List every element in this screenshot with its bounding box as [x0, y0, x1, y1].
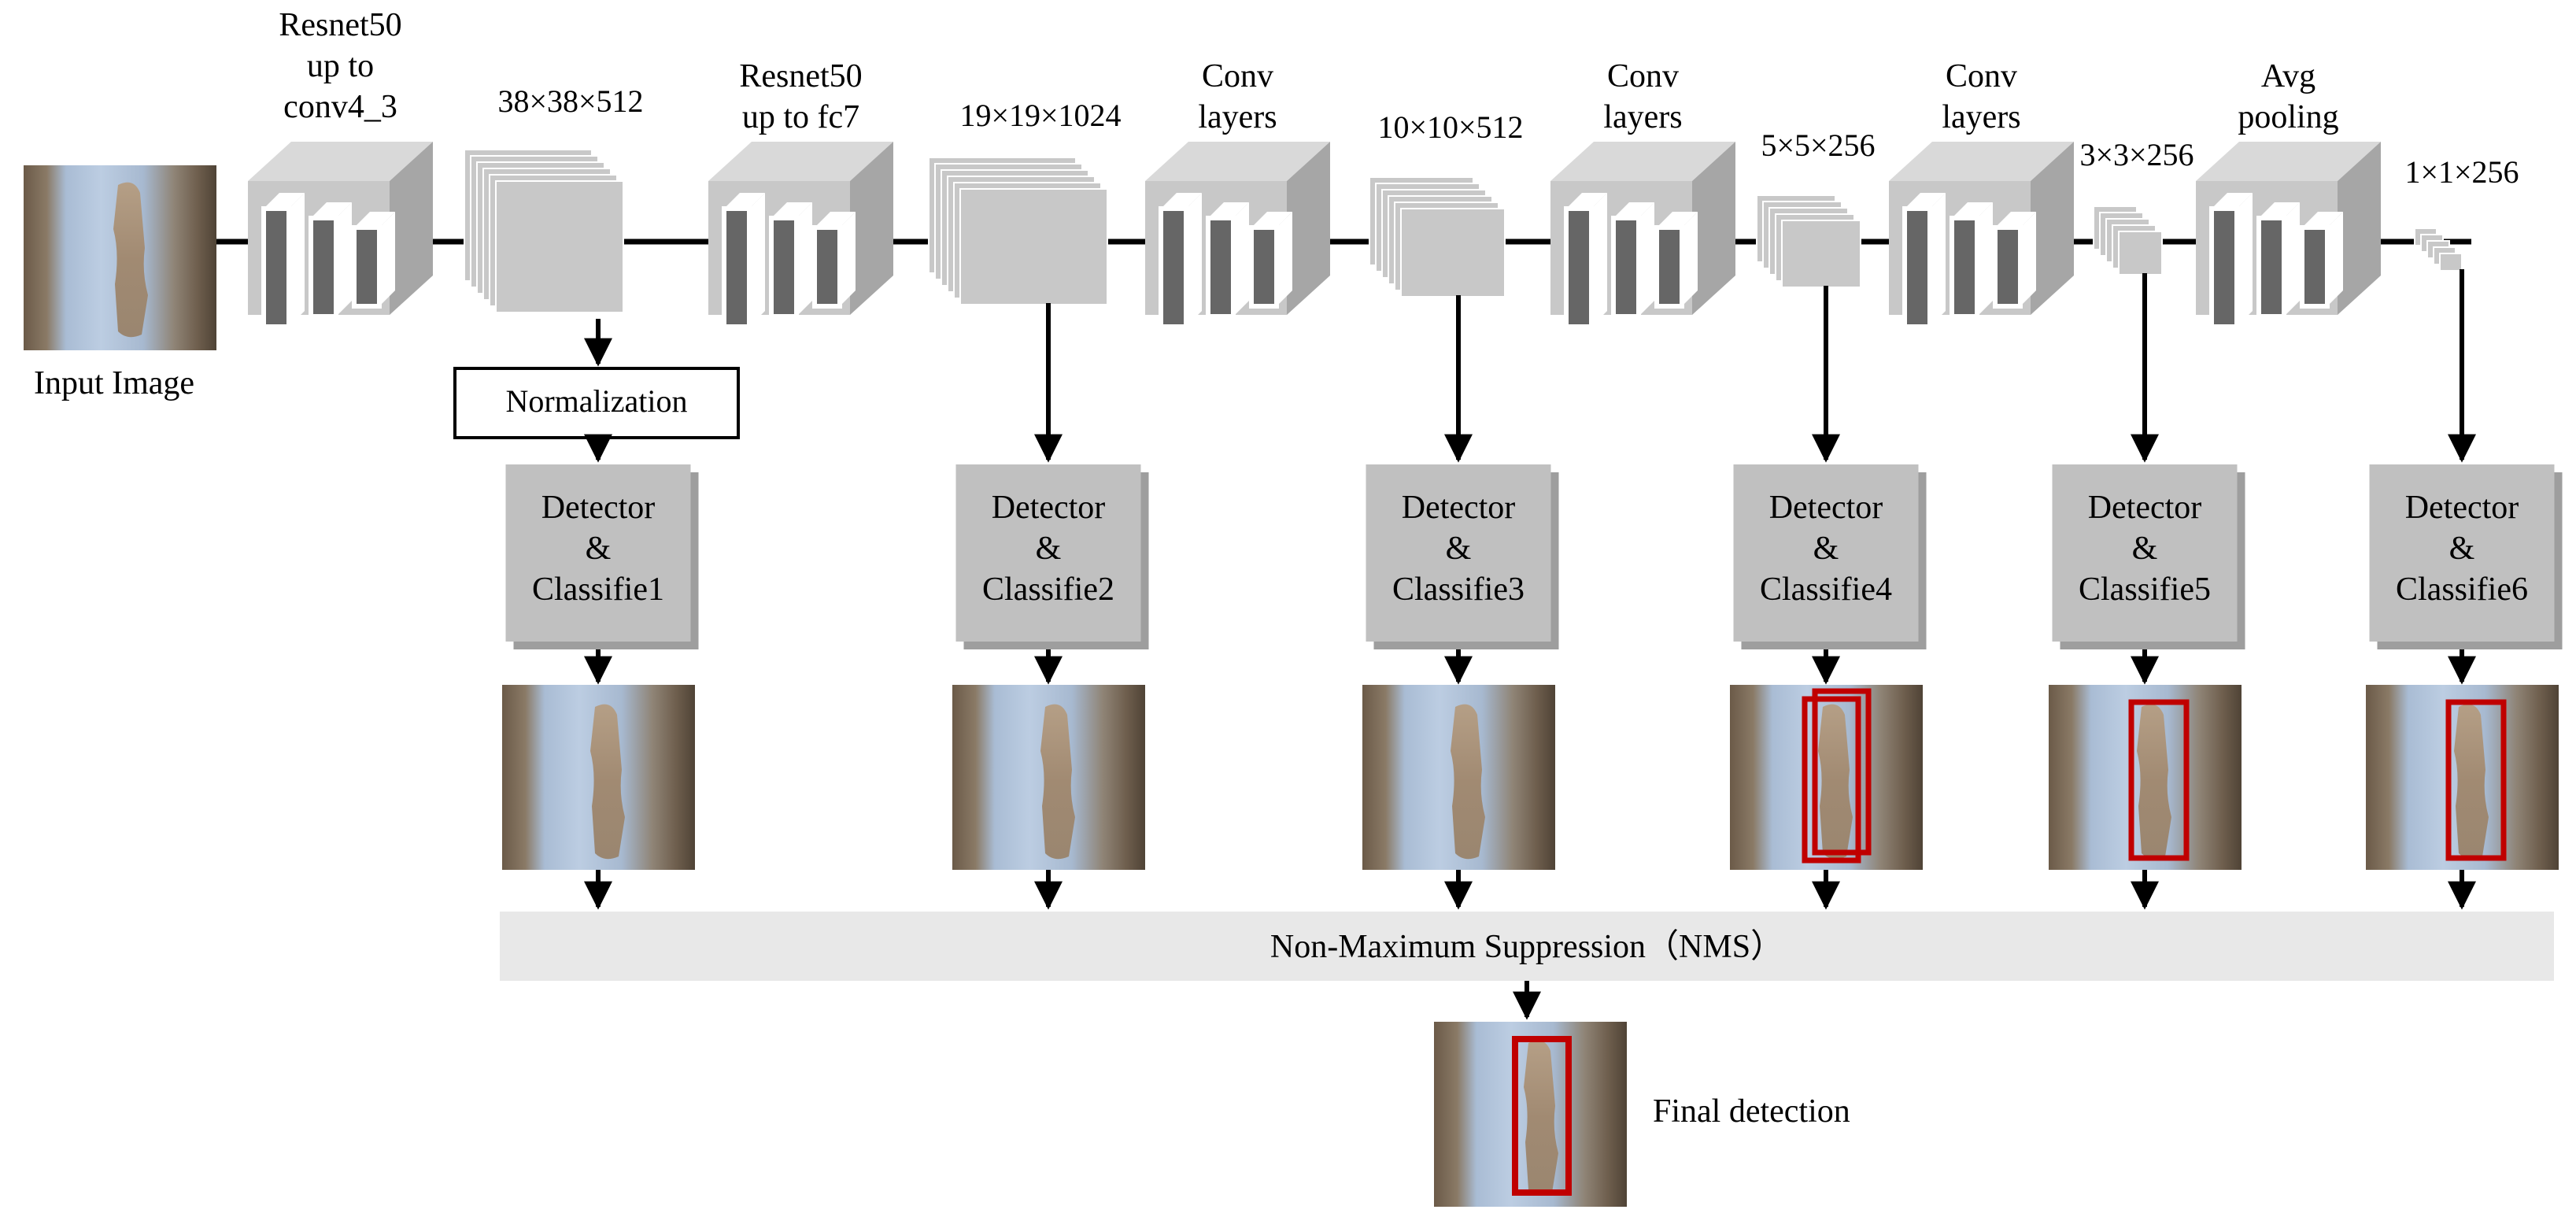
block-label: Conv: [1607, 58, 1679, 94]
nms-label: Non-Maximum Suppression（NMS）: [1270, 929, 1783, 965]
feature-map-label: 38×38×512: [497, 83, 643, 119]
block-label: conv4_3: [283, 89, 397, 125]
conv-block: [2196, 142, 2381, 329]
block-label: Resnet50: [739, 58, 862, 94]
detector-label: Detector: [2405, 490, 2519, 526]
detection-box: [1802, 696, 1861, 864]
block-label: pooling: [2238, 99, 2338, 135]
detector-box: [2052, 464, 2238, 642]
block-label: up to: [307, 48, 374, 84]
final-detection-box: [1512, 1036, 1572, 1196]
detection-thumbnail: [502, 685, 695, 870]
feature-map-label: 19×19×1024: [959, 98, 1121, 133]
detector-label: &: [1446, 531, 1472, 567]
conv-block: [1145, 142, 1330, 329]
detector-label: &: [2449, 531, 2475, 567]
final-detection-image: [1434, 1022, 1627, 1207]
input-image-label: Input Image: [34, 365, 194, 401]
feature-map-label: 3×3×256: [2079, 137, 2193, 172]
detection-thumbnail: [1362, 685, 1555, 870]
detection-thumbnail: [952, 685, 1145, 870]
nms-bar: [500, 912, 2554, 981]
block-label: layers: [1198, 99, 1277, 135]
detector-label: Classifie6: [2396, 571, 2528, 608]
detector-label: Detector: [992, 490, 1106, 526]
block-label: layers: [1942, 99, 2020, 135]
detector-label: Classifie4: [1760, 571, 1892, 608]
conv-block: [1550, 142, 1735, 329]
block-label: Avg: [2261, 58, 2315, 94]
detector-box: [2369, 464, 2555, 642]
normalization-label: Normalization: [505, 383, 687, 419]
detector-label: Detector: [541, 490, 656, 526]
detector-label: Classifie3: [1392, 571, 1525, 608]
detector-box: [505, 464, 691, 642]
detection-box: [1812, 688, 1872, 856]
feature-map-label: 10×10×512: [1377, 109, 1523, 145]
detector-label: Classifie1: [532, 571, 664, 608]
block-label: up to fc7: [742, 99, 859, 135]
input-image: [24, 165, 216, 350]
block-label: Conv: [1202, 58, 1273, 94]
feature-map-stack: [928, 157, 1108, 305]
detection-thumbnail: [2049, 685, 2242, 870]
detector-label: Detector: [1402, 490, 1516, 526]
conv-block: [708, 142, 893, 329]
detector-label: &: [586, 531, 612, 567]
conv-block: [248, 142, 433, 329]
block-label: Conv: [1946, 58, 2017, 94]
detector-label: &: [2132, 531, 2158, 567]
detector-label: &: [1813, 531, 1839, 567]
feature-map-label: 1×1×256: [2404, 154, 2519, 190]
feature-map-stack: [1756, 194, 1861, 288]
normalization-box: [453, 367, 740, 439]
detector-label: &: [1036, 531, 1062, 567]
feature-map-stack: [2093, 205, 2163, 276]
detection-box: [2128, 699, 2190, 861]
detector-box: [955, 464, 1141, 642]
block-label: Resnet50: [279, 7, 401, 43]
final-detection-label: Final detection: [1653, 1093, 1850, 1130]
detection-thumbnail: [1730, 685, 1923, 870]
detection-thumbnail: [2366, 685, 2559, 870]
detector-label: Classifie2: [982, 571, 1114, 608]
detector-label: Classifie5: [2079, 571, 2211, 608]
detector-box: [1733, 464, 1919, 642]
feature-map-label: 5×5×256: [1761, 128, 1875, 163]
conv-block: [1889, 142, 2074, 329]
feature-map-stack: [464, 149, 624, 313]
feature-map-stack: [2414, 227, 2463, 272]
detection-box: [2445, 699, 2507, 861]
block-label: layers: [1603, 99, 1682, 135]
detector-label: Detector: [2088, 490, 2202, 526]
detector-box: [1366, 464, 1551, 642]
feature-map-stack: [1369, 176, 1506, 298]
detector-label: Detector: [1769, 490, 1883, 526]
